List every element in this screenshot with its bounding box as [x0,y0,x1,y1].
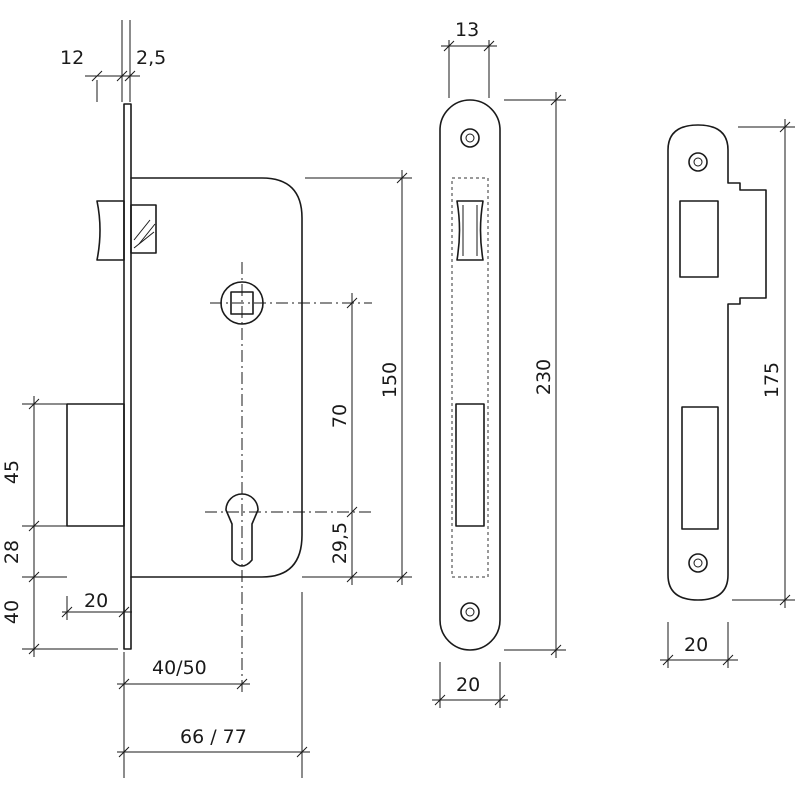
label-150: 150 [379,362,401,398]
label-29-5: 29,5 [329,522,351,564]
label-45: 45 [1,460,23,484]
label-20-strike: 20 [684,634,708,656]
latch-bolt [96,200,125,261]
latch-opening [679,200,719,278]
dimension-labels: 12 2,5 13 150 70 29,5 230 175 45 28 40 2… [1,19,783,748]
label-66-77: 66 / 77 [180,726,247,748]
strike-outline [667,124,767,601]
label-175: 175 [761,362,783,398]
label-40: 40 [1,600,23,624]
label-70: 70 [329,404,351,428]
case-outline-hidden [451,177,489,578]
label-13: 13 [455,19,479,41]
label-20-bolt: 20 [84,590,108,612]
label-28: 28 [1,540,23,564]
faceplate-front [439,99,501,651]
screw-hole-bottom [460,602,480,622]
strike-dimensions [660,119,795,668]
label-40-50: 40/50 [152,657,207,679]
cylinder-hole [225,493,259,567]
faceplate-edge [123,103,132,650]
faceplate-dimensions [432,40,566,708]
deadbolt [66,403,125,527]
strike-screw-bottom [688,553,708,573]
body-dimensions [22,20,412,778]
label-20-faceplate: 20 [456,674,480,696]
faceplate-outline [439,99,501,651]
lock-body [66,103,372,692]
latch-housing [130,204,157,254]
deadbolt-opening [681,406,719,530]
label-12: 12 [60,47,84,69]
lock-case [130,177,303,578]
latch-front [456,200,484,261]
deadbolt-front [455,403,485,527]
strike-screw-top [688,152,708,172]
screw-hole-top [460,128,480,148]
strike-plate [667,124,767,601]
label-2-5: 2,5 [136,47,166,69]
label-230: 230 [533,359,555,395]
